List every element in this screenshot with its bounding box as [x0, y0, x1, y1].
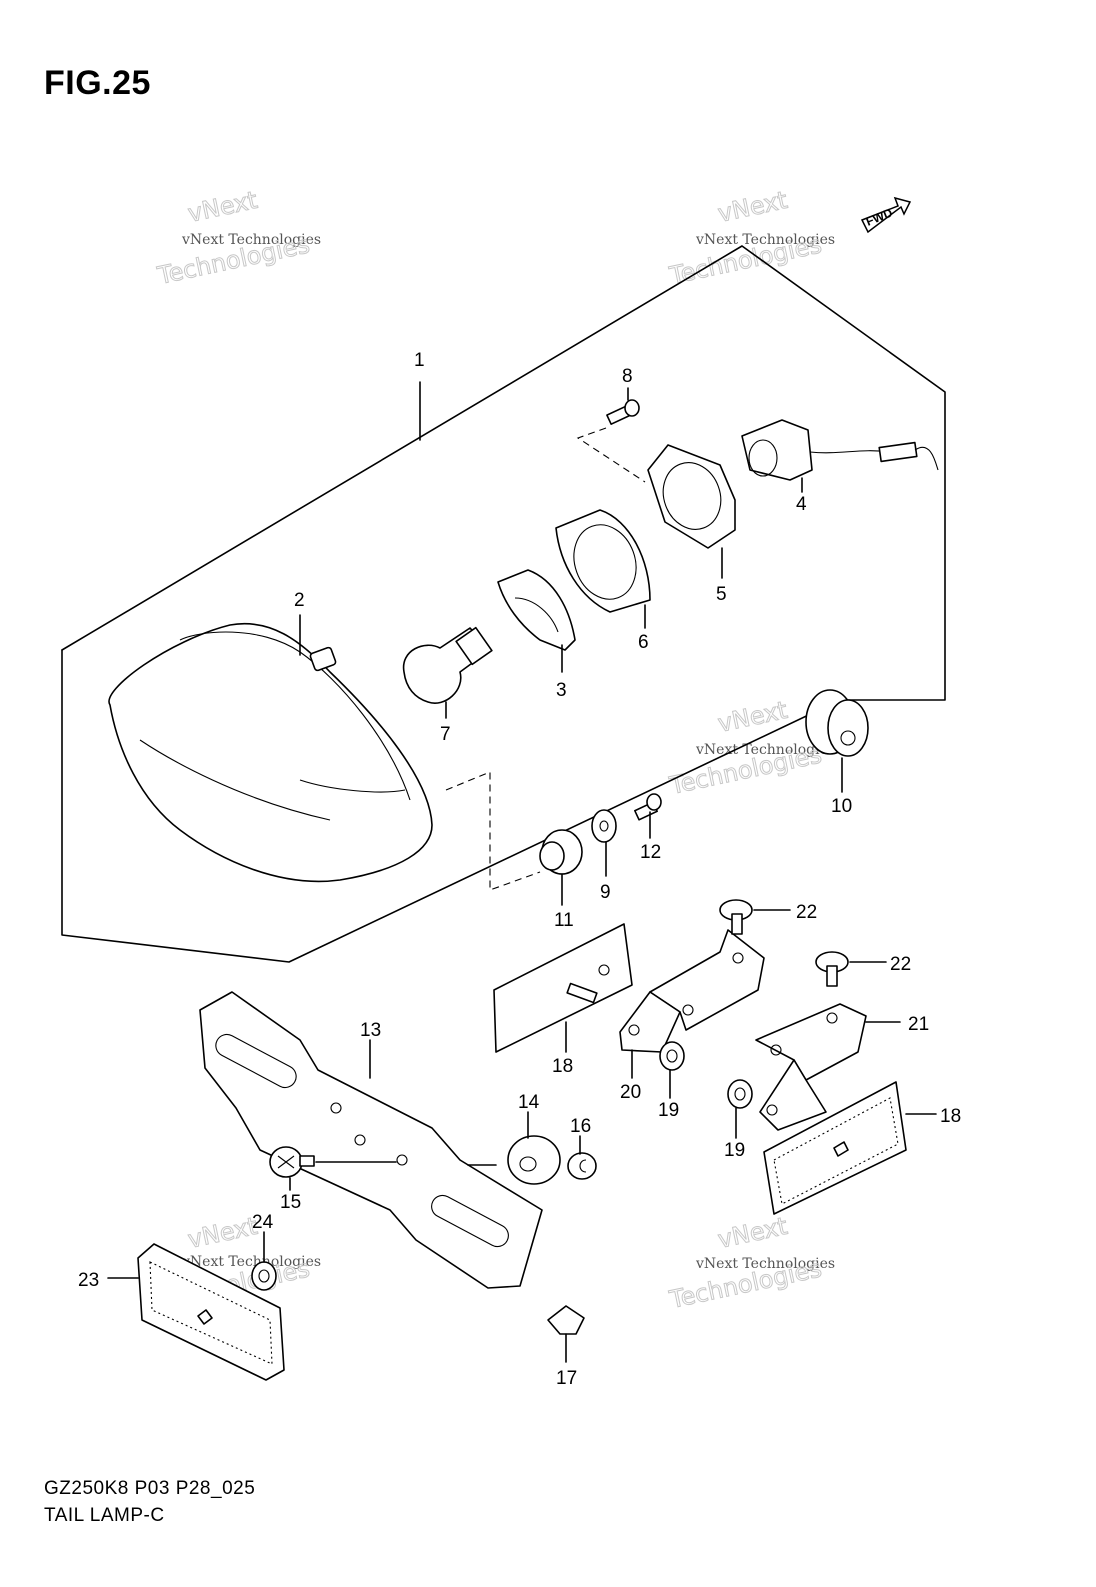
socket-ring: [497, 569, 576, 673]
collar-11: [539, 829, 583, 906]
callout-22-b: 22: [890, 954, 911, 975]
clip-17: [547, 1305, 585, 1363]
callout-9: 9: [600, 882, 611, 903]
callout-5: 5: [716, 584, 727, 605]
callout-18-upper: 18: [552, 1056, 573, 1077]
callout-19-a: 19: [658, 1100, 679, 1121]
callout-labels: 1 2 3 4 5 6 7 8 9 10 11 12 13 14 15 16 1…: [78, 350, 961, 1389]
callout-17: 17: [556, 1368, 577, 1389]
callout-15: 15: [280, 1192, 301, 1213]
lens-housing: [108, 614, 433, 883]
callout-22-a: 22: [796, 902, 817, 923]
callout-11: 11: [554, 910, 574, 931]
callout-2: 2: [294, 590, 305, 611]
watermark-bottom-right: vNext vNext Technologies Technologies: [666, 1211, 835, 1314]
callout-7: 7: [440, 724, 451, 745]
watermark-line: vNext Technologies: [181, 1254, 321, 1270]
watermark-brand: vNext: [715, 186, 789, 228]
diagram-code: GZ250K8 P03 P28_025: [44, 1478, 256, 1499]
license-bracket-13: [199, 991, 543, 1289]
reflector-plate-18-upper: [493, 923, 633, 1053]
bolt-22-a: [719, 899, 791, 935]
reflector-23: [107, 1243, 285, 1381]
screw-12: [634, 793, 662, 839]
screw-8: [576, 387, 646, 483]
bulb: [402, 626, 493, 719]
callout-19-b: 19: [724, 1140, 745, 1161]
callout-20: 20: [620, 1082, 641, 1103]
callout-23: 23: [78, 1270, 99, 1291]
callout-24: 24: [252, 1212, 274, 1233]
grommet-14: [507, 1111, 561, 1185]
callout-10: 10: [831, 796, 852, 817]
forward-arrow-icon: FWD: [860, 196, 912, 234]
bracket-20: [619, 929, 765, 1079]
bulb-holder-ring: [555, 509, 651, 629]
bracket-21: [755, 1003, 901, 1131]
callout-18-lower: 18: [940, 1106, 961, 1127]
nut-19-b: [727, 1079, 753, 1139]
watermark-brand: vNext: [715, 696, 789, 738]
diagram-name: TAIL LAMP-C: [44, 1505, 165, 1526]
grommet-10: [805, 689, 869, 793]
watermark-line: vNext Technologies: [695, 742, 835, 758]
watermark-brand: vNext: [185, 1212, 259, 1254]
fwd-label: FWD: [864, 205, 895, 228]
callout-4: 4: [796, 494, 807, 515]
callout-6: 6: [638, 632, 649, 653]
callout-3: 3: [556, 680, 567, 701]
callout-12: 12: [640, 842, 661, 863]
watermark-line: vNext Technologies: [695, 1256, 835, 1272]
clip-24: [251, 1231, 277, 1291]
callout-14: 14: [518, 1092, 540, 1113]
watermark-line: vNext Technologies: [181, 232, 321, 248]
callout-1: 1: [414, 350, 425, 371]
washer-9: [591, 809, 617, 877]
watermark-top-right: vNext vNext Technologies Technologies: [666, 185, 835, 290]
callout-8: 8: [622, 366, 633, 387]
watermark-line: vNext Technologies: [695, 232, 835, 248]
nut-16: [567, 1135, 597, 1180]
callout-16: 16: [570, 1116, 591, 1137]
gasket: [647, 444, 736, 579]
figure-title: FIG.25: [44, 64, 151, 102]
screw-15: [269, 1146, 397, 1191]
reflector-18-lower: [763, 1081, 937, 1215]
socket-wire: [741, 419, 939, 493]
callout-13: 13: [360, 1020, 381, 1041]
nut-19-a: [659, 1041, 685, 1099]
bolt-22-b: [815, 951, 887, 987]
watermark-brand: vNext: [715, 1212, 789, 1254]
watermark-top-left: vNext vNext Technologies Technologies: [154, 185, 321, 290]
callout-21: 21: [908, 1014, 929, 1035]
watermark-brand: vNext: [185, 186, 259, 228]
